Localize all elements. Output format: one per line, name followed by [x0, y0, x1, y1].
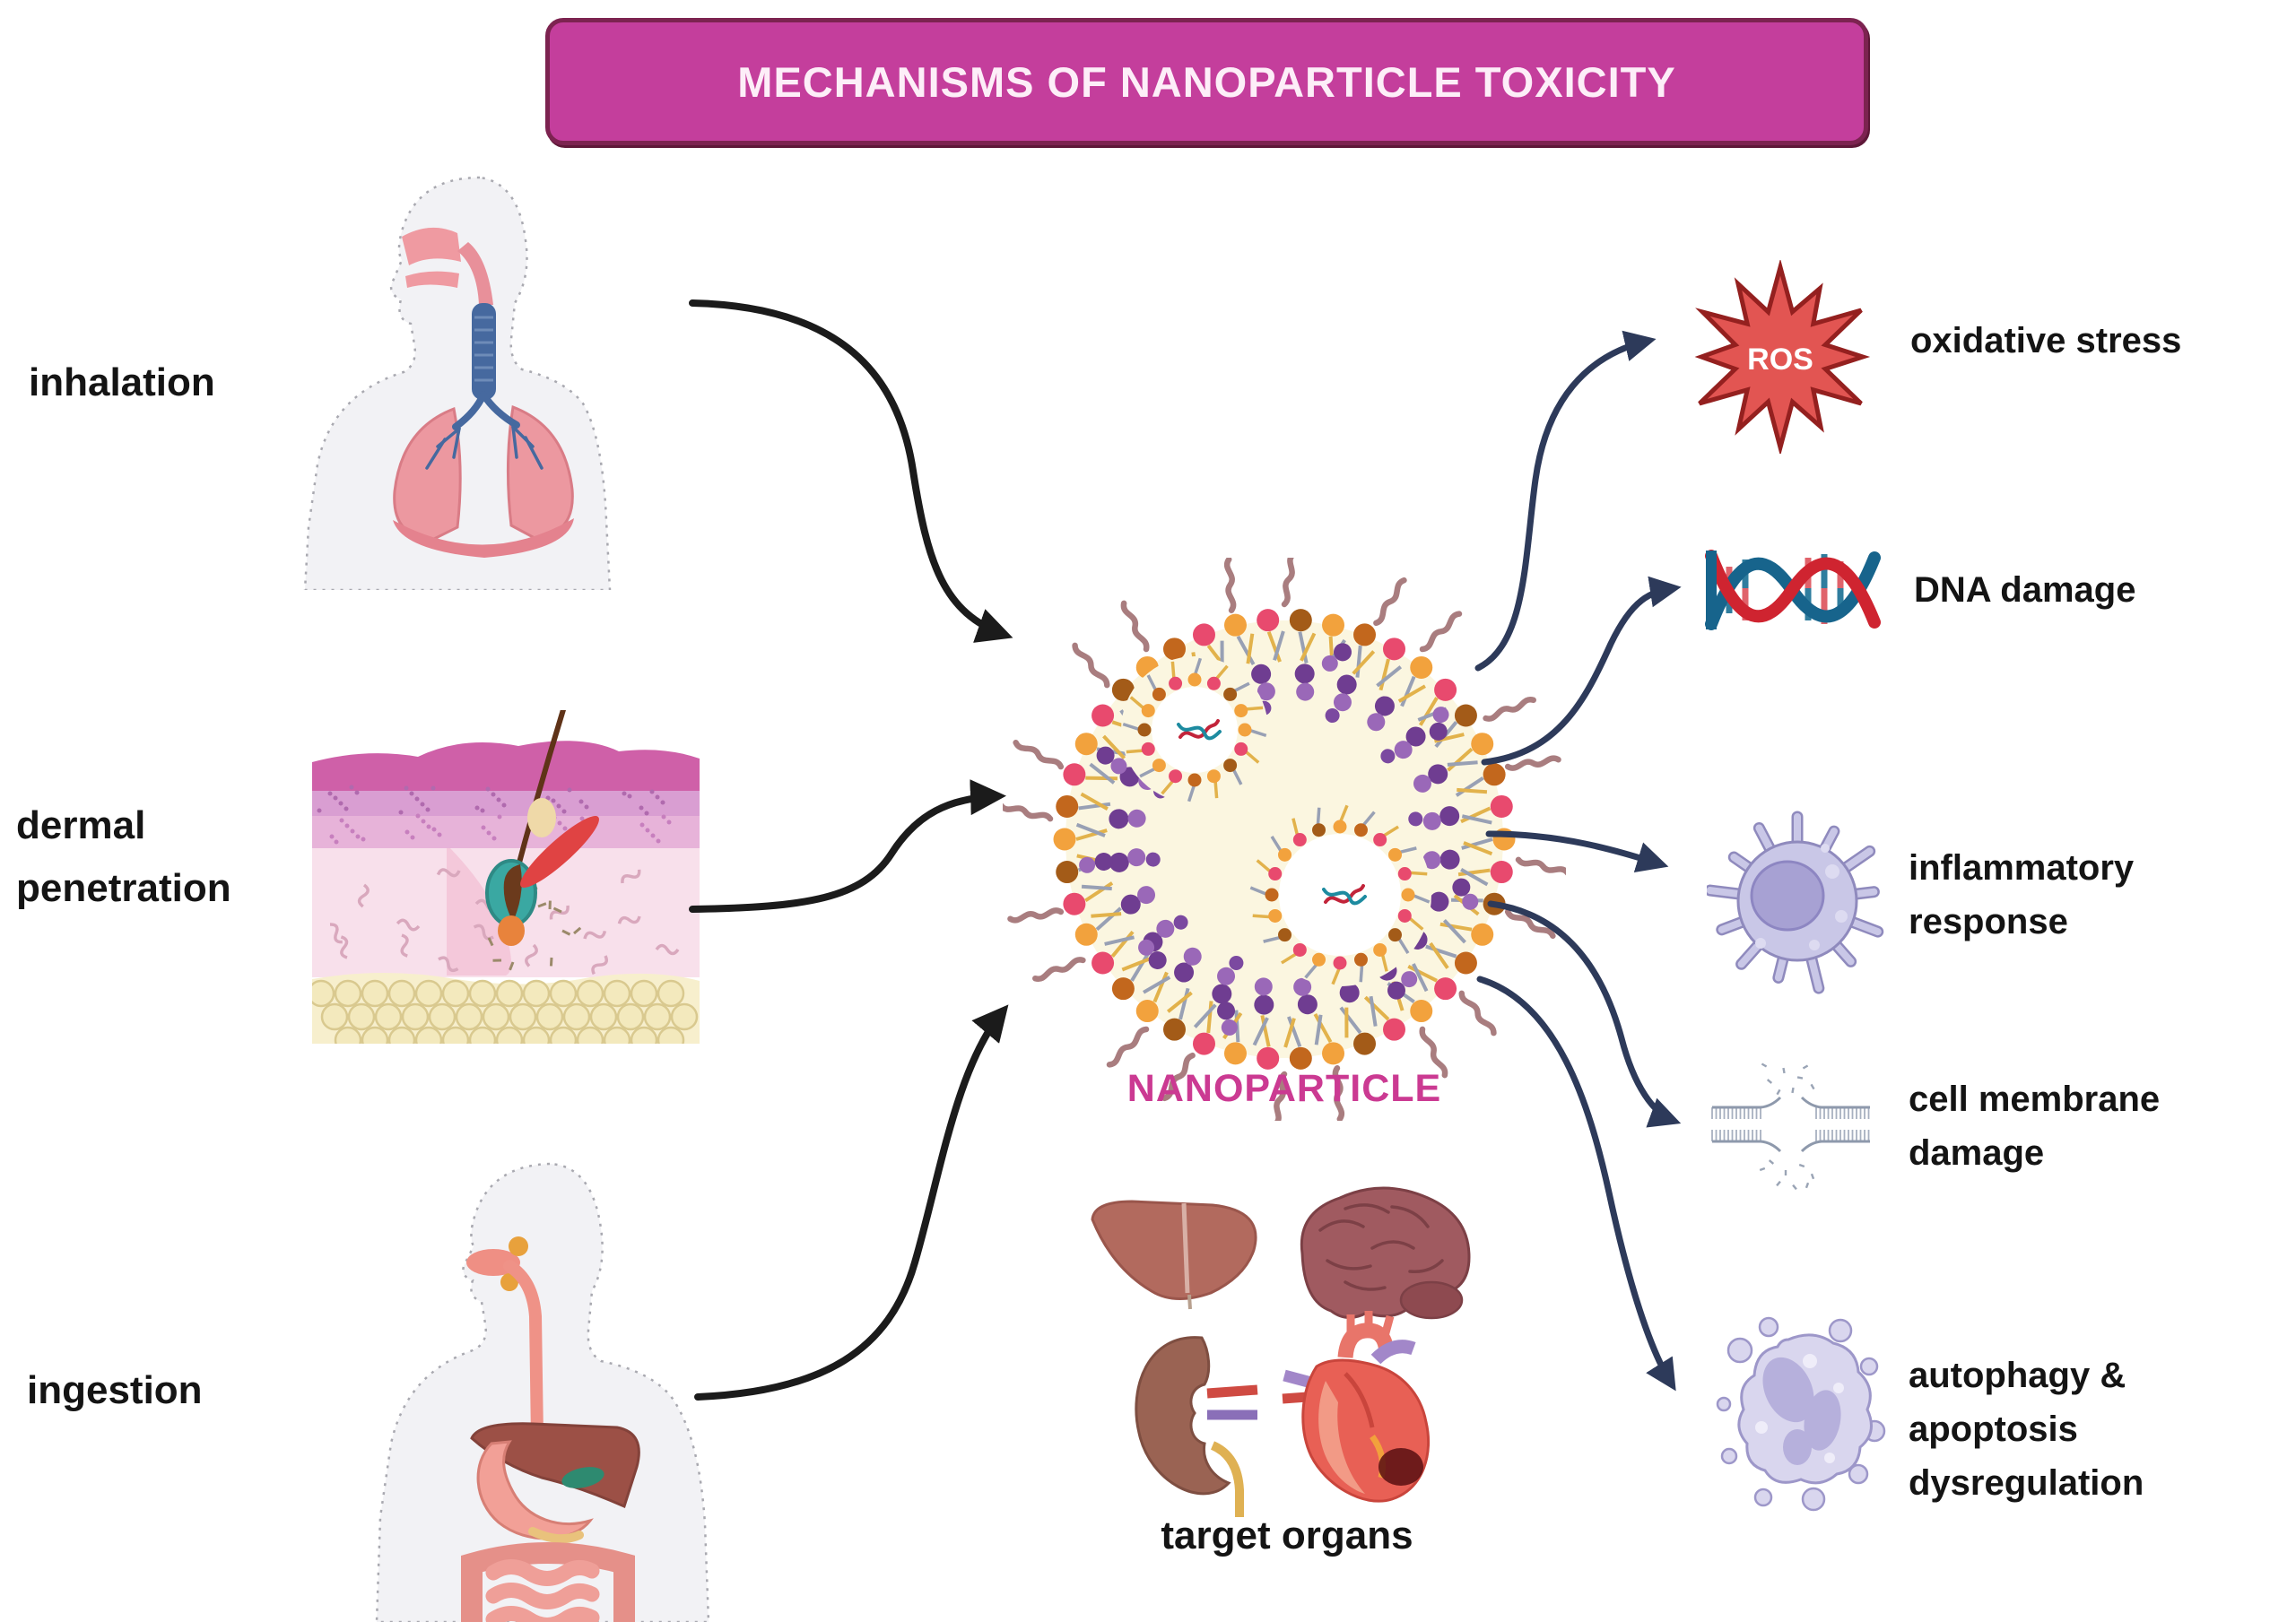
- epidermis: [312, 741, 700, 791]
- trachea: [472, 303, 496, 400]
- route-label-dermal-penetration: dermal penetration: [16, 803, 231, 911]
- small-intestine: [485, 1559, 600, 1622]
- gallbladder: [561, 1467, 604, 1488]
- liver: [470, 1422, 640, 1509]
- diaphragm: [393, 518, 574, 558]
- heart-icon: [1282, 1311, 1431, 1503]
- arrow-inhalation-to-nanoparticle: [689, 299, 1013, 643]
- target-organs-icon: [1076, 1167, 1489, 1517]
- respiratory-system-figure-icon: [296, 169, 673, 590]
- bronchioles: [425, 425, 544, 470]
- outcome-label-cell-membrane-damage: cell membrane damage: [1909, 1080, 2161, 1173]
- route-label-ingestion: ingestion: [27, 1368, 203, 1412]
- arrector-muscle: [520, 816, 599, 888]
- kidney-icon: [1135, 1336, 1258, 1517]
- skin-cross-section-icon: [312, 710, 700, 1044]
- ros-text: ROS: [1747, 343, 1813, 377]
- nasal-cavity: [402, 227, 461, 265]
- outcome-label-autophagy-apoptosis: autophagy & apoptosis dysregulation: [1909, 1356, 2144, 1503]
- title-banner: MECHANISMS OF NANOPARTICLE TOXICITY: [545, 18, 1868, 145]
- pharynx: [457, 242, 493, 305]
- arrow-ingestion-to-nanoparticle: [694, 1004, 1009, 1401]
- apoptotic-blebs: [1716, 1316, 1886, 1512]
- route-label-inhalation: inhalation: [29, 360, 215, 404]
- outcome-label-dna-damage: DNA damage: [1914, 570, 2136, 610]
- macrophage-cell-icon: [1707, 809, 1888, 995]
- brain-icon: [1300, 1186, 1471, 1320]
- page-title: MECHANISMS OF NANOPARTICLE TOXICITY: [737, 57, 1676, 106]
- arrow-dermal-to-nanoparticle: [689, 779, 1006, 913]
- apoptotic-cell-icon: [1704, 1311, 1892, 1522]
- target-organs-label: target organs: [1161, 1514, 1413, 1557]
- digestive-system-figure-icon: [357, 1158, 723, 1622]
- sebaceous-gland: [527, 798, 556, 837]
- liver-icon: [1091, 1200, 1257, 1310]
- stomach: [476, 1440, 594, 1540]
- mouth-cavity: [405, 271, 459, 288]
- ros-starburst-icon: ROS: [1684, 260, 1876, 454]
- outcome-label-oxidative-stress: oxidative stress: [1910, 321, 2182, 360]
- esophagus: [503, 1260, 544, 1444]
- nanoparticle-label: NANOPARTICLE: [1126, 1067, 1442, 1110]
- ruptured-lipid-bilayer-icon: [1707, 1056, 1875, 1193]
- dna-double-helix-icon: [1702, 534, 1882, 646]
- nanoparticle-icon: [1003, 558, 1566, 1121]
- outcome-label-inflammatory-response: inflammatory response: [1909, 848, 2135, 941]
- colon: [461, 1542, 635, 1622]
- bronchi: [452, 391, 520, 430]
